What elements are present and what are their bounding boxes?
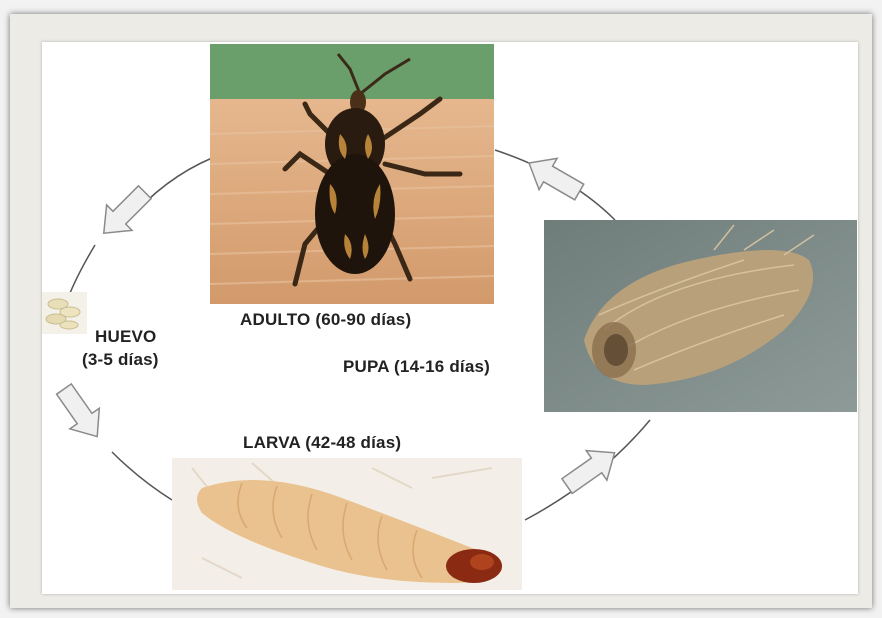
arrow-adult-to-egg bbox=[91, 179, 157, 245]
arrow-pupa-to-adult bbox=[520, 147, 588, 207]
pupa-photo bbox=[544, 220, 857, 412]
adult-stage-label: ADULTO (60-90 días) bbox=[240, 310, 411, 330]
larva-stage-label: LARVA (42-48 días) bbox=[243, 433, 401, 453]
egg-stage-duration: (3-5 días) bbox=[82, 350, 159, 370]
egg-stage-label: HUEVO bbox=[95, 327, 156, 347]
pupa-stage-label: PUPA (14-16 días) bbox=[343, 357, 490, 377]
egg-photo bbox=[42, 292, 87, 334]
arrow-larva-to-pupa bbox=[557, 438, 625, 501]
adult-weevil-photo bbox=[210, 44, 494, 304]
cycle-line-bottom-left bbox=[112, 452, 172, 500]
larva-photo bbox=[172, 458, 522, 590]
arrow-egg-to-larva bbox=[49, 379, 112, 447]
